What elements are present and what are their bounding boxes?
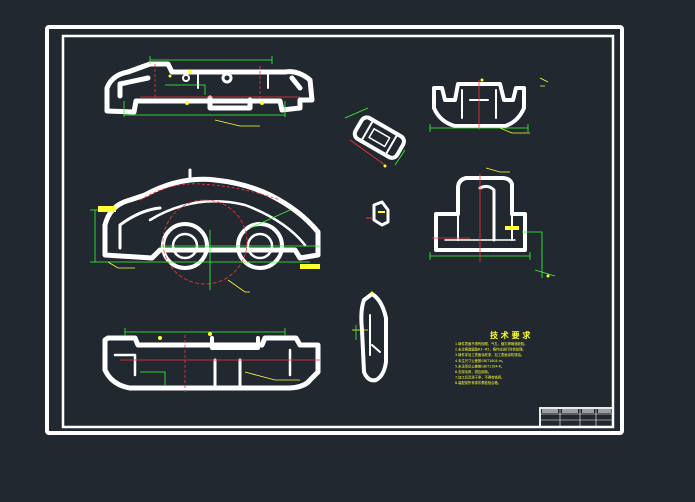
technical-requirements: 技 术 要 求 1.铸件表面不得有砂眼、气孔、缩孔等铸造缺陷。2.未注铸造圆角R… bbox=[455, 330, 531, 385]
technical-requirement-line: 5.未注形位公差按GB/T1184-K。 bbox=[455, 363, 504, 368]
technical-requirement-line: 3.铸件非加工表面涂底漆，加工表面涂防锈油。 bbox=[455, 352, 524, 357]
view-top-plan[interactable] bbox=[104, 61, 315, 115]
view-end-right[interactable] bbox=[434, 176, 527, 252]
view-profile-section[interactable] bbox=[359, 292, 388, 383]
view-top-plan-dims bbox=[123, 56, 300, 127]
view-front-elevation[interactable] bbox=[102, 168, 321, 270]
technical-requirement-line: 1.铸件表面不得有砂眼、气孔、缩孔等铸造缺陷。 bbox=[455, 341, 527, 346]
drawing-frame bbox=[61, 34, 615, 429]
technical-requirement-line: 4.未注尺寸公差按GB/T1804-m。 bbox=[455, 358, 505, 363]
view-profile-section-dims bbox=[352, 291, 374, 340]
technical-requirements-title: 技 术 要 求 bbox=[490, 330, 531, 340]
view-bottom-plan[interactable] bbox=[102, 335, 321, 391]
technical-requirement-line: 7.加工后清洗干净，不得有铁屑。 bbox=[455, 375, 504, 380]
view-front-elevation-dims bbox=[90, 183, 320, 293]
technical-requirement-line: 2.未注铸造圆角R3~R5，铸件应进行时效处理。 bbox=[455, 347, 526, 352]
technical-requirement-line: 8.装配前所有零件需检验合格。 bbox=[455, 380, 501, 385]
technical-requirement-line: 6.去除毛刺，锐边倒钝。 bbox=[455, 369, 491, 374]
view-rotated-detail[interactable] bbox=[352, 115, 407, 160]
view-side-top-right-dims bbox=[429, 77, 549, 134]
view-rotated-detail-dims bbox=[344, 107, 406, 168]
view-small-section[interactable] bbox=[366, 200, 390, 227]
view-end-right-dims bbox=[429, 167, 556, 278]
technical-requirements-lines: 1.铸件表面不得有砂眼、气孔、缩孔等铸造缺陷。2.未注铸造圆角R3~R5，铸件应… bbox=[455, 341, 527, 385]
view-bottom-plan-dims bbox=[120, 328, 320, 392]
title-block[interactable] bbox=[539, 407, 614, 428]
sheet-outer-border bbox=[45, 25, 624, 435]
